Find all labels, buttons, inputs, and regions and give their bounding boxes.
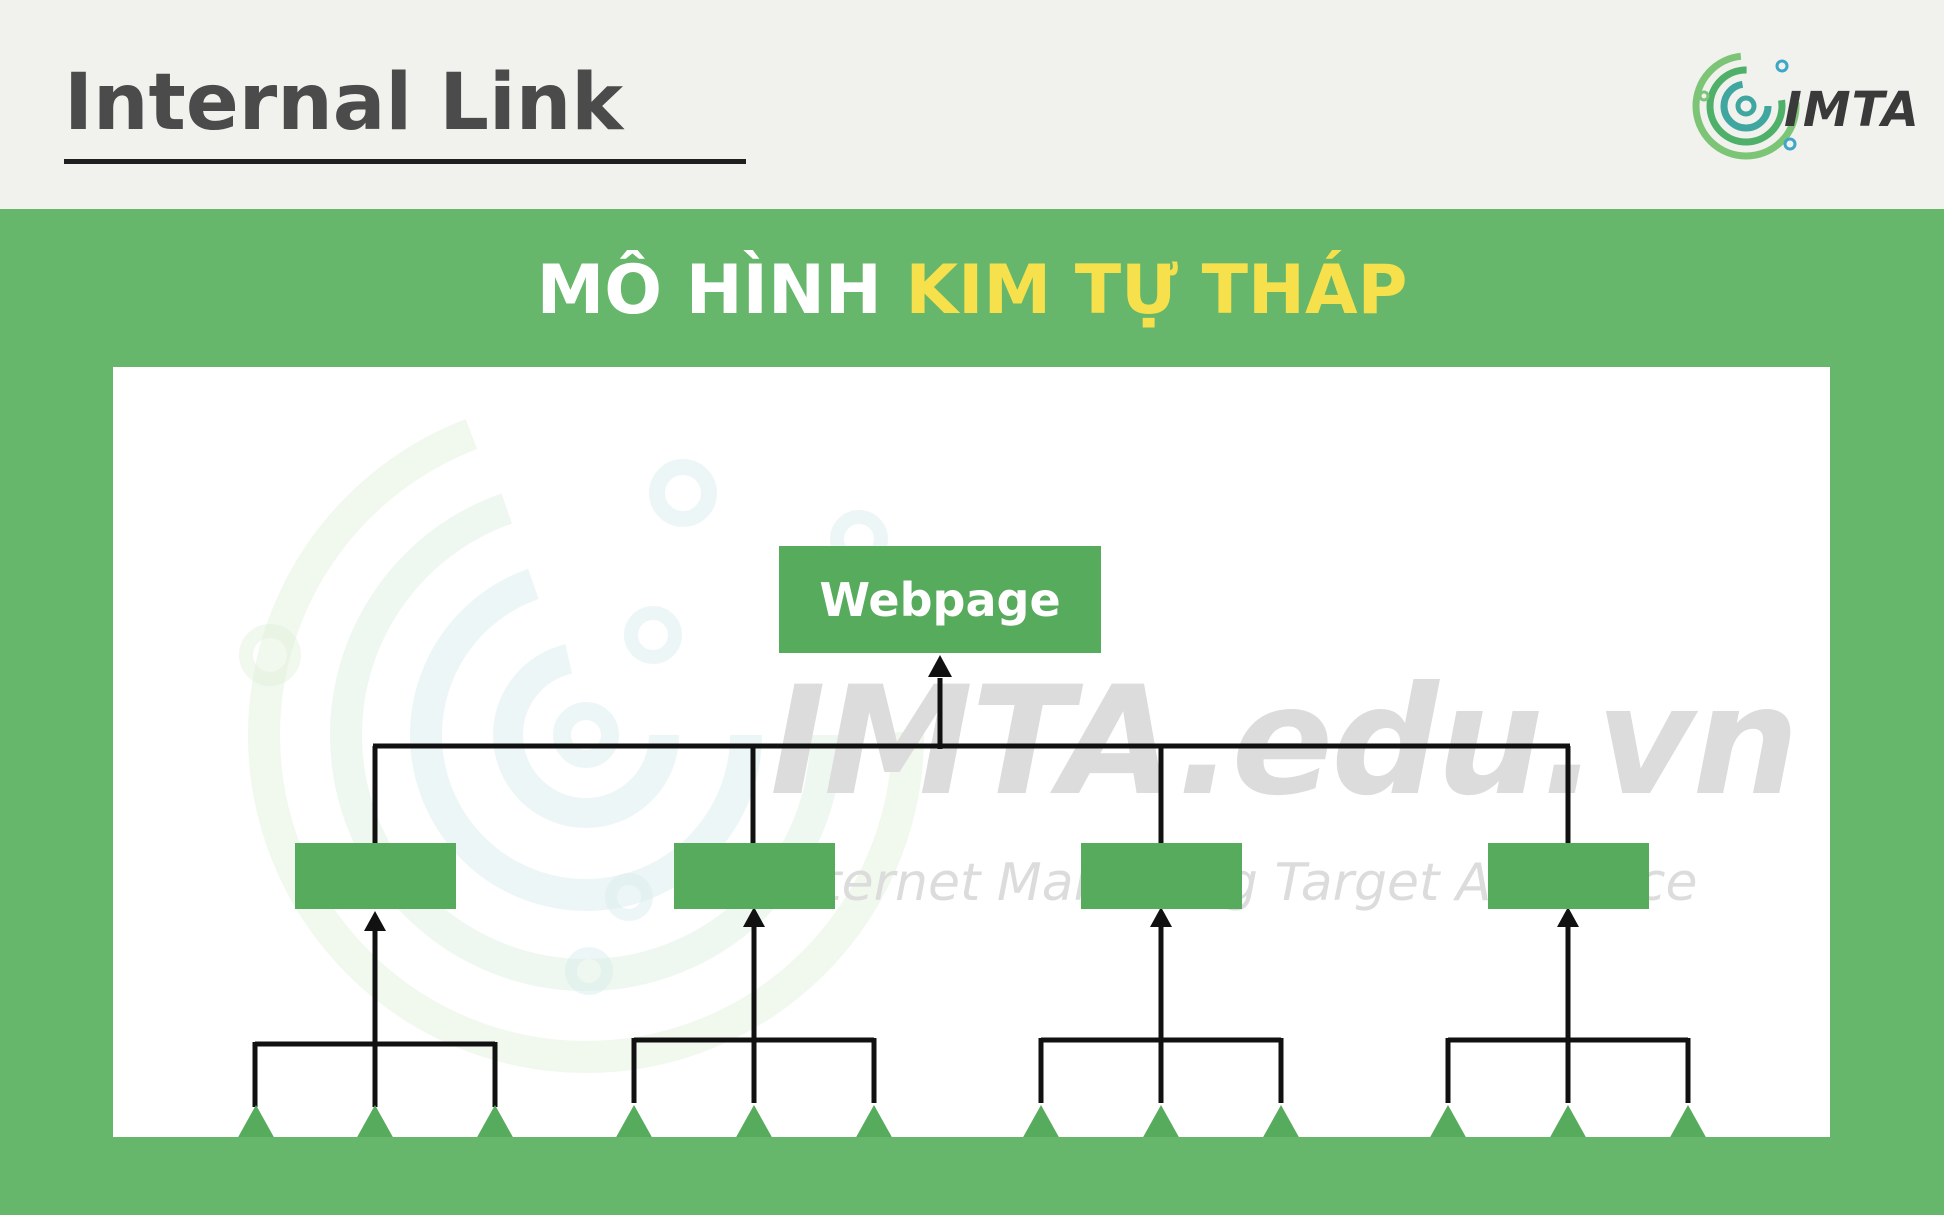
title-underline <box>64 159 746 164</box>
logo-text: IMTA <box>1784 82 1920 138</box>
diagram-heading: MÔ HÌNH KIM TỰ THÁP <box>0 241 1944 341</box>
leaf-triangle-icon <box>1263 1105 1299 1137</box>
group2-arrow-icon <box>743 907 765 927</box>
subpage-node-1 <box>295 843 456 909</box>
logo-mark-icon <box>1692 52 1800 160</box>
watermark-logo-icon <box>239 397 924 1073</box>
group1-arrow-icon <box>364 911 386 931</box>
group3-arrow-icon <box>1150 907 1172 927</box>
leaf-triangle-icon <box>736 1105 772 1137</box>
header: Internal Link IMTA <box>0 0 1944 209</box>
leaf-triangle-icon <box>1023 1105 1059 1137</box>
root-node-webpage: Webpage <box>779 546 1101 653</box>
leaf-triangle-icon <box>477 1105 513 1137</box>
leaf-triangle-icon <box>1550 1105 1586 1137</box>
subpage-node-4 <box>1488 843 1649 909</box>
leaf-triangle-icon <box>1143 1105 1179 1137</box>
root-arrow-icon <box>928 655 952 677</box>
pyramid-diagram <box>238 655 1706 1137</box>
group4-arrow-icon <box>1557 907 1579 927</box>
imta-logo: IMTA <box>1690 44 1919 164</box>
subpage-node-3 <box>1081 843 1242 909</box>
subpage-node-2 <box>674 843 835 909</box>
leaf-triangle-icon <box>616 1105 652 1137</box>
leaf-triangle-icon <box>1430 1105 1466 1137</box>
page-title: Internal Link <box>64 58 624 148</box>
heading-part2: KIM TỰ THÁP <box>905 251 1408 330</box>
leaf-triangle-icon <box>357 1105 393 1137</box>
leaf-triangle-icon <box>856 1105 892 1137</box>
main-section: MÔ HÌNH KIM TỰ THÁP IMTA.edu.vn Internet… <box>0 209 1944 1215</box>
leaf-triangle-icon <box>1670 1105 1706 1137</box>
leaf-triangle-icon <box>238 1105 274 1137</box>
heading-part1: MÔ HÌNH <box>536 251 882 330</box>
diagram-panel: IMTA.edu.vn Internet Marketing Target Au… <box>113 367 1830 1137</box>
